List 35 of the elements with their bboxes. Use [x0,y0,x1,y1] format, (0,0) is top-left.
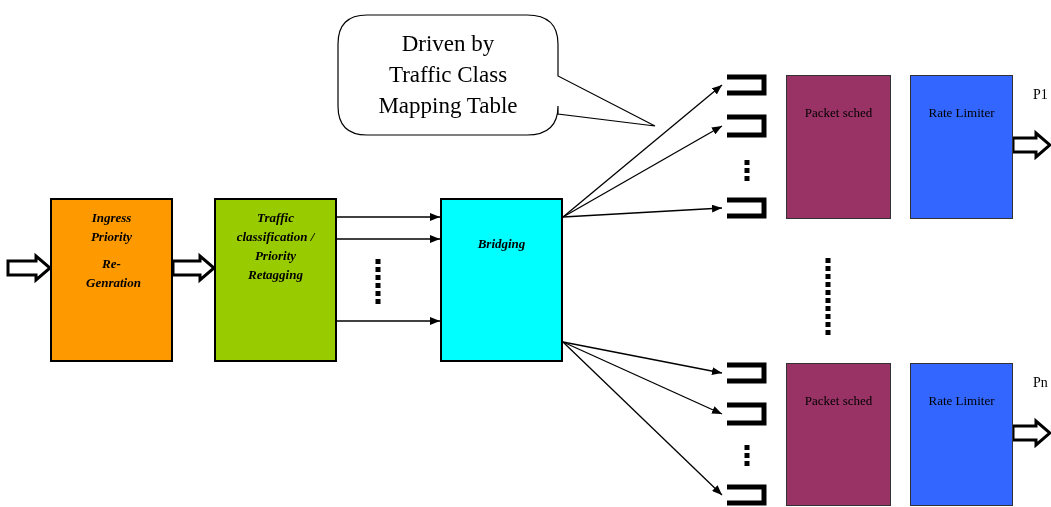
node-label: Packet sched [803,392,874,409]
process-box [910,363,1013,506]
queue-icon [724,362,768,384]
node-label: Driven by Traffic Class Mapping Table [377,30,519,120]
arrow [562,84,723,218]
arrow [562,204,723,218]
node-label: Rate Limiter [927,392,996,409]
arrow [562,341,723,496]
process-box [50,198,173,362]
process-box [910,75,1013,219]
queue-icon [724,74,768,96]
arrow [562,341,723,415]
process-box [214,198,337,362]
process-box [440,198,563,362]
arrow [336,235,441,243]
arrow [1011,417,1051,449]
arrow [171,252,217,284]
node-label: Ingress Priority [89,209,134,246]
process-box [786,363,891,506]
queue-icon [724,114,768,138]
arrow [1011,129,1051,161]
node-label: Rate Limiter [927,104,996,121]
arrow [336,213,441,221]
node-label: Traffic classification / Priority Retagging [235,209,316,284]
queue-icon [724,484,768,506]
queue-icon [724,197,768,219]
arrow [562,125,723,218]
node-label: Bridging [476,235,527,253]
process-box [786,75,891,219]
node-label: Re-Genration [85,255,142,292]
node-label: Packet sched [803,104,874,121]
queue-icon [724,402,768,426]
arrow [6,252,53,284]
arrow [336,317,441,325]
arrow [562,341,723,375]
